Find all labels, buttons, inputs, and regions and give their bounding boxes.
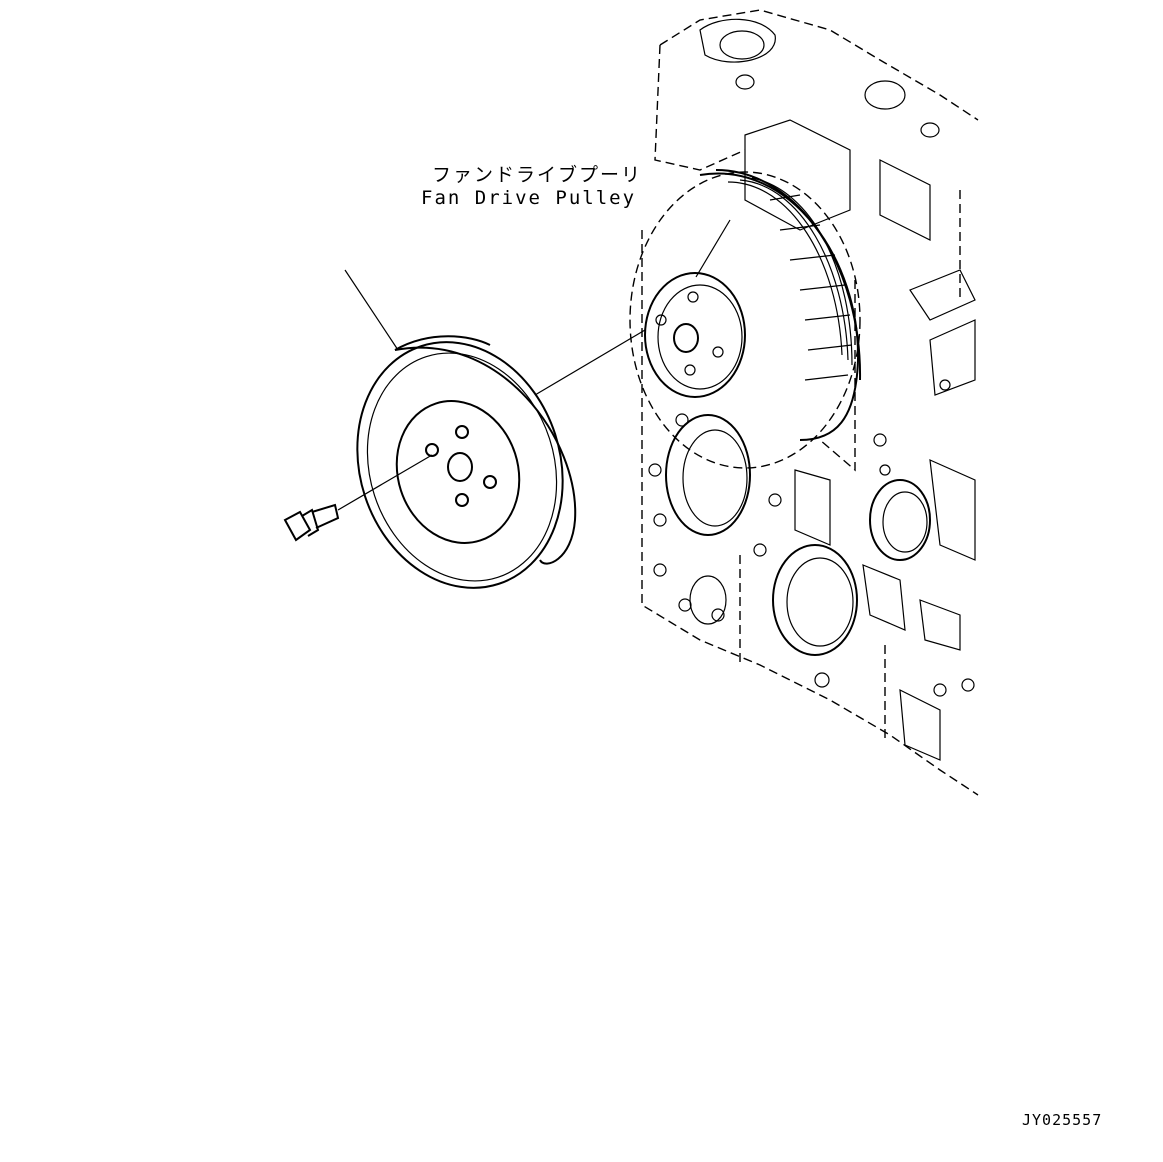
exploded-fan-drive-pulley: [356, 335, 577, 589]
drawing-id: JY025557: [1022, 1111, 1103, 1129]
installed-fan-drive-pulley: [629, 169, 862, 469]
leader-lines: [337, 219, 731, 511]
callout-label-english: Fan Drive Pulley: [421, 187, 637, 209]
pulley-grooves: [727, 177, 853, 381]
flange-bolt: [283, 503, 340, 542]
callout-label-japanese: ファンドライブプーリ: [432, 164, 643, 186]
engine-bores: [648, 379, 975, 697]
engine-block: [641, 9, 979, 796]
